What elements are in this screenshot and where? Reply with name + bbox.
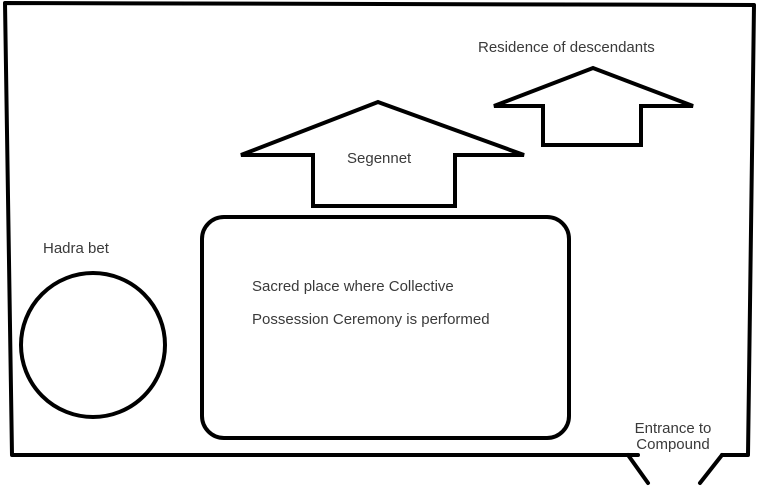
compound-boundary	[3, 1, 756, 457]
sacred-place-label-line-1: Sacred place where Collective	[252, 278, 454, 295]
residence-label: Residence of descendants	[478, 39, 655, 56]
entrance-label-line-2: Compound	[636, 436, 710, 453]
entrance-label-line-1: Entrance to	[634, 420, 712, 437]
hadra-bet-circle	[19, 271, 167, 419]
segennet-house-shape	[240, 99, 525, 208]
sacred-place-label-line-2: Possession Ceremony is performed	[252, 311, 490, 328]
entrance-left-flare	[626, 453, 650, 485]
entrance-label: Entrance to Compound	[614, 421, 732, 453]
hadra-bet-label: Hadra bet	[43, 240, 109, 257]
entrance-right-flare	[698, 453, 724, 485]
sacred-place-box	[200, 215, 571, 440]
residence-house-shape	[493, 65, 694, 147]
segennet-label: Segennet	[347, 150, 412, 167]
